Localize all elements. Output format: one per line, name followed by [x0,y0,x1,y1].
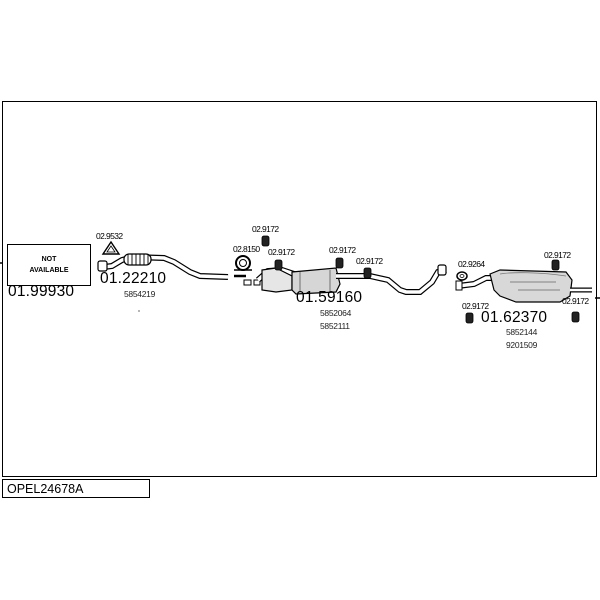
kit-code-box: OPEL24678A [2,479,150,498]
hanger-icon [274,259,283,271]
rear-silencer-assembly [455,269,592,303]
accessory-label: 02.9172 [268,247,295,257]
accessory-label: 02.9172 [462,301,489,311]
hanger-icons [261,235,580,324]
front-pipe [97,253,229,280]
hanger-icon [335,257,344,269]
kit-code: OPEL24678A [7,482,84,496]
not-available-line1: NOT [41,256,57,263]
accessory-label: 02.8150 [233,244,260,254]
part-number-label: 01.22210 [100,270,167,287]
diagram-frame [2,101,597,477]
not-available-box: NOT AVAILABLE [7,244,91,286]
hanger-icon [261,235,270,247]
middle-silencer-assembly [255,264,447,295]
rear-silencer-body [489,269,573,303]
connector-pieces [234,274,261,286]
oem-number-label: 5854219 [124,289,155,299]
hanger-icon [571,311,580,323]
hanger-icon [551,259,560,271]
middle-silencer-body [291,267,341,295]
accessory-label: 02.9172 [356,256,383,266]
accessory-label: 02.9264 [458,259,485,269]
oem-number-label: 5852064 [320,308,351,318]
part-number-label: 01.59160 [296,289,363,306]
part-number-label: 01.62370 [481,309,548,326]
flexible-joint [123,253,152,266]
accessory-label: 02.9172 [252,224,279,234]
accessory-label: 02.9172 [562,296,589,306]
oem-number-label: 5852144 [506,327,537,337]
not-available-line2: AVAILABLE [29,267,69,274]
oem-number-label: 5852111 [320,321,350,331]
part-number-label: 01.99930 [8,283,75,300]
oem-number-label: 9201509 [506,340,537,350]
hanger-icon [465,312,474,324]
clamp-ring [456,271,468,281]
accessory-label: 02.9172 [329,245,356,255]
clamp [234,255,252,271]
accessory-label: 02.9532 [96,231,123,241]
accessory-label: 02.9172 [544,250,571,260]
front-pipe-flange [97,260,108,272]
hanger-icon [363,267,372,279]
